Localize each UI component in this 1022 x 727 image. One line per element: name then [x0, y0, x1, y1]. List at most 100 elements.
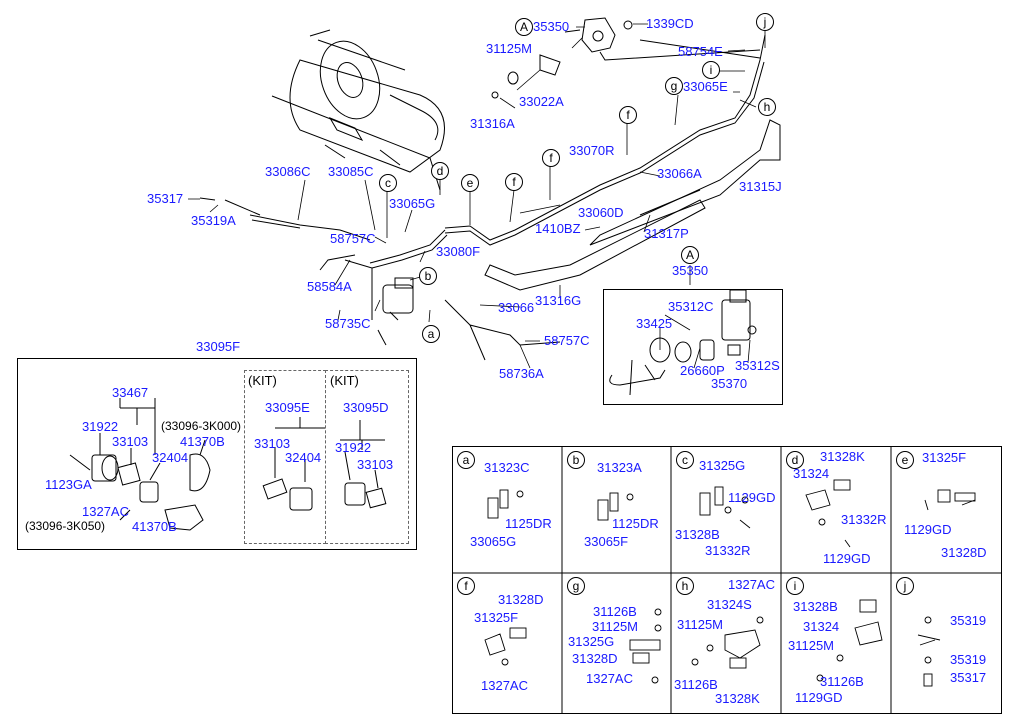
callout-f: f [505, 173, 523, 191]
filter-kit-box [17, 358, 417, 550]
part-label: 33065F [584, 534, 629, 549]
part-label: (33096-3K000) [161, 419, 242, 433]
detail-grid [452, 446, 1002, 714]
kit-title: 33095D [343, 400, 389, 415]
part-label: 33065E [683, 79, 728, 94]
callout-j: j [756, 13, 774, 31]
part-label: 1129GD [795, 690, 843, 705]
part-label: 33103 [112, 434, 149, 449]
part-label: 31325G [568, 634, 615, 649]
cell-letter-a: a [457, 451, 475, 469]
part-label: 35319 [950, 613, 987, 628]
part-label: 31328D [941, 545, 987, 560]
part-label: 1327AC [82, 504, 129, 519]
part-label: 1339CD [646, 16, 694, 31]
part-label: 31922 [82, 419, 119, 434]
callout-g: g [665, 77, 683, 95]
callout-f: f [619, 106, 637, 124]
part-label: 31922 [335, 440, 372, 455]
solenoid-drawing [491, 17, 761, 99]
cell-letter-j: j [896, 577, 914, 595]
part-label: 1125DR [505, 516, 552, 531]
part-label: 41370B [132, 519, 177, 534]
callout-d: d [431, 162, 449, 180]
callout-c: c [379, 174, 397, 192]
part-label: 33066A [657, 166, 702, 181]
part-label: 31125M [677, 617, 724, 632]
part-label: 58757C [330, 231, 376, 246]
part-label: 58736A [499, 366, 544, 381]
part-label: 35319 [950, 652, 987, 667]
part-label: 1327AC [728, 577, 775, 592]
part-label: 31126B [820, 674, 864, 689]
part-label: 31324 [803, 619, 840, 634]
fuel-pipes [199, 34, 766, 361]
part-label: 33103 [357, 457, 394, 472]
part-label: 31316G [535, 293, 582, 308]
part-label: 31126B [674, 677, 718, 692]
cell-letter-b: b [567, 451, 585, 469]
part-label: 1129GD [823, 551, 871, 566]
part-label: 31323A [597, 460, 642, 475]
leader-lines [188, 23, 766, 369]
part-label: 33022A [519, 94, 564, 109]
part-label: 31323C [484, 460, 530, 475]
part-label: 33425 [636, 316, 673, 331]
kit-d-dashed-box [325, 370, 409, 544]
part-label: 31125M [486, 41, 533, 56]
part-label: 31328K [715, 691, 760, 706]
callout-a-top: A [515, 18, 533, 36]
cell-letter-h: h [676, 577, 694, 595]
part-label: 26660P [680, 363, 725, 378]
part-label: 31125M [788, 638, 835, 653]
part-label: 33070R [569, 143, 615, 158]
cell-letter-c: c [676, 451, 694, 469]
part-label: 31316A [470, 116, 515, 131]
part-label: 35370 [711, 376, 748, 391]
part-label: 1129GD [728, 490, 776, 505]
regulator-drawing [377, 277, 414, 346]
part-label: 31332R [705, 543, 751, 558]
part-label: 31328B [793, 599, 838, 614]
part-label: 31324S [707, 597, 752, 612]
part-label: 33080F [436, 244, 481, 259]
part-label: 31126B [593, 604, 637, 619]
part-label: 31328D [498, 592, 544, 607]
part-label: 31328B [675, 527, 720, 542]
part-label: 31332R [841, 512, 887, 527]
part-label: 33085C [328, 164, 374, 179]
part-label: 31325G [699, 458, 746, 473]
part-label: (33096-3K050) [25, 519, 106, 533]
part-label: 41370B [180, 434, 225, 449]
cell-letter-g: g [567, 577, 585, 595]
part-label: 33103 [254, 436, 291, 451]
part-label: 1125DR [612, 516, 659, 531]
part-label: 35312C [668, 299, 714, 314]
cell-letter-e: e [896, 451, 914, 469]
part-label: 33060D [578, 205, 624, 220]
part-label: 58757C [544, 333, 590, 348]
part-label: 35350 [672, 263, 709, 278]
part-label: 35317 [950, 670, 987, 685]
part-label: 33467 [112, 385, 149, 400]
part-label: 35317 [147, 191, 184, 206]
part-label: 31324 [793, 466, 830, 481]
kit-box-title: 33095F [196, 339, 241, 354]
part-label: 31325F [922, 450, 967, 465]
kit-title: 33095E [265, 400, 310, 415]
part-label: 58584A [307, 279, 352, 294]
part-label: 32404 [152, 450, 189, 465]
part-label: 33066 [498, 300, 535, 315]
part-label: 33086C [265, 164, 311, 179]
kit-tag: (KIT) [248, 373, 277, 388]
part-label: 1123GA [45, 477, 92, 492]
part-label: 35350 [533, 19, 570, 34]
callout-b: b [419, 267, 437, 285]
kit-tag: (KIT) [330, 373, 359, 388]
part-label: 33065G [389, 196, 436, 211]
cell-letter-i: i [786, 577, 804, 595]
regulator-kit-box [603, 289, 783, 405]
cell-letter-f: f [457, 577, 475, 595]
